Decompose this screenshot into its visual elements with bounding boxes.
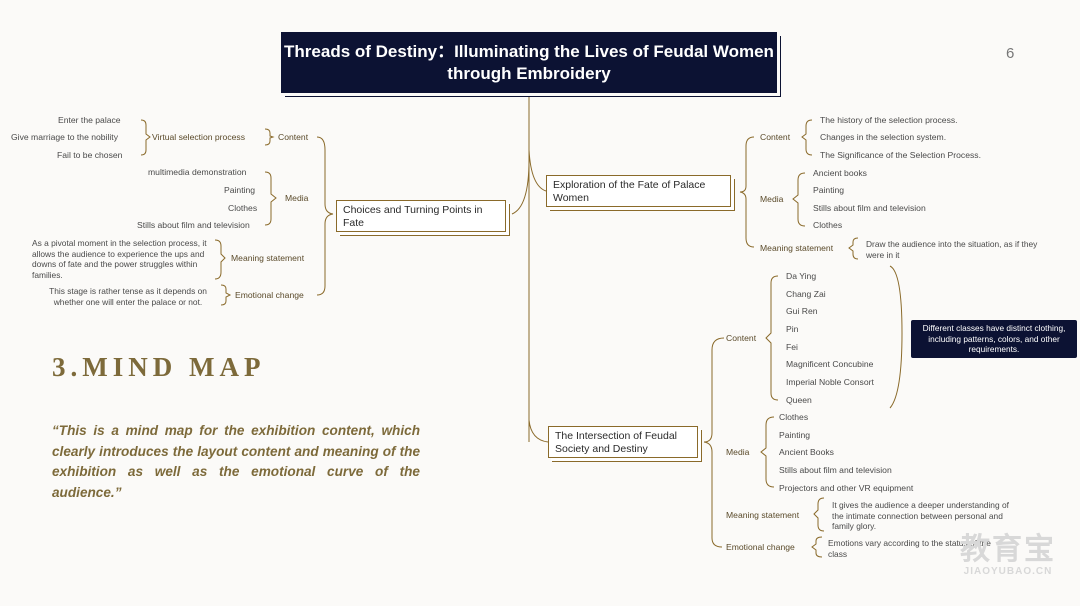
r1-media-item: Painting — [813, 185, 845, 195]
description-quote: “This is a mind map for the exhibition c… — [52, 423, 420, 500]
r1-main-brace — [739, 136, 755, 248]
left-media-item: Painting — [224, 185, 256, 195]
watermark: 教育宝 JIAOYUBAO.CN — [953, 533, 1063, 578]
left-emotion-brace — [220, 284, 232, 306]
left-media-item: Stills about film and television — [137, 220, 250, 230]
r2-content-item: Gui Ren — [786, 306, 818, 316]
left-content-item: Give marriage to the nobility — [11, 132, 118, 142]
r1-media-item: Stills about film and television — [813, 203, 926, 213]
r2-group-brace — [889, 265, 903, 409]
r2-meaning-label: Meaning statement — [726, 510, 800, 520]
left-content-label: Content — [278, 132, 309, 142]
r2-media-brace — [760, 416, 775, 488]
r2-main-brace — [703, 337, 725, 548]
r2-class-clothing-note: Different classes have distinct clothing… — [911, 320, 1077, 358]
r2-emotion-brace — [811, 536, 823, 558]
r2-content-item: Imperial Noble Consort — [786, 377, 874, 387]
watermark-cn: 教育宝 — [960, 533, 1056, 566]
r1-content-brace — [801, 119, 813, 156]
left-meaning-text: As a pivotal moment in the selection pro… — [32, 238, 207, 280]
left-main-brace — [316, 136, 334, 296]
r2-media-label: Media — [726, 447, 750, 457]
r2-content-item: Magnificent Concubine — [786, 359, 874, 369]
r2-emotion-label: Emotional change — [726, 542, 795, 552]
r2-meaning-brace — [813, 497, 825, 532]
r2-emotion-text: Emotions vary according to the status of… — [828, 538, 991, 559]
left-content-item: Fail to be chosen — [57, 150, 123, 160]
left-virtual-brace — [140, 119, 151, 156]
left-emotion-text: This stage is rather tense as it depends… — [49, 286, 207, 307]
r1-media-brace — [792, 172, 806, 227]
left-content-brace — [264, 128, 275, 146]
r2-media-item: Clothes — [779, 412, 809, 422]
left-media-item: Clothes — [228, 203, 258, 213]
r2-meaning-text: It gives the audience a deeper understan… — [832, 500, 1009, 532]
r2-content-item: Pin — [786, 324, 799, 334]
left-meaning-label: Meaning statement — [231, 253, 305, 263]
r1-meaning-label: Meaning statement — [760, 243, 834, 253]
r1-media-item: Ancient books — [813, 168, 867, 178]
trunk-to-right1 — [528, 149, 547, 192]
r1-media-label: Media — [760, 194, 784, 204]
watermark-en: JIAOYUBAO.CN — [963, 566, 1053, 577]
r2-content-item: Chang Zai — [786, 289, 826, 299]
left-emotion-label: Emotional change — [235, 290, 304, 300]
left-virtual-selection-label: Virtual selection process — [152, 132, 245, 142]
left-branch-node: Choices and Turning Points in Fate — [336, 200, 506, 232]
left-meaning-brace — [214, 239, 226, 280]
r1-content-item: Changes in the selection system. — [820, 132, 947, 142]
r1-content-item: The Significance of the Selection Proces… — [820, 150, 981, 160]
left-media-label: Media — [285, 193, 309, 203]
trunk-to-right2 — [528, 419, 549, 443]
r1-meaning-text: Draw the audience into the situation, as… — [866, 239, 1038, 260]
left-media-brace — [264, 171, 277, 226]
r2-content-item: Fei — [786, 342, 798, 352]
section-heading: 3.MIND MAP — [52, 352, 266, 382]
r2-media-item: Stills about film and television — [779, 465, 892, 475]
r2-media-item: Ancient Books — [779, 447, 834, 457]
mind-map-title: Threads of Destiny：Illuminating the Live… — [281, 32, 777, 93]
right-branch-2-node: The Intersection of Feudal Society and D… — [548, 426, 698, 458]
r2-media-item: Painting — [779, 430, 811, 440]
right-branch-1-node: Exploration of the Fate of Palace Women — [546, 175, 731, 207]
r1-content-item: The history of the selection process. — [820, 115, 958, 125]
r1-media-item: Clothes — [813, 220, 843, 230]
r2-content-brace — [765, 275, 779, 401]
left-media-item: multimedia demonstration — [148, 167, 247, 177]
trunk-to-left-branch — [511, 159, 530, 215]
r2-content-item: Da Ying — [786, 271, 817, 281]
r1-meaning-brace — [848, 237, 859, 260]
r2-media-item: Projectors and other VR equipment — [779, 483, 914, 493]
r2-content-label: Content — [726, 333, 757, 343]
r1-content-label: Content — [760, 132, 791, 142]
r2-content-item: Queen — [786, 395, 812, 405]
page-number: 6 — [1006, 45, 1015, 62]
left-content-item: Enter the palace — [58, 115, 121, 125]
